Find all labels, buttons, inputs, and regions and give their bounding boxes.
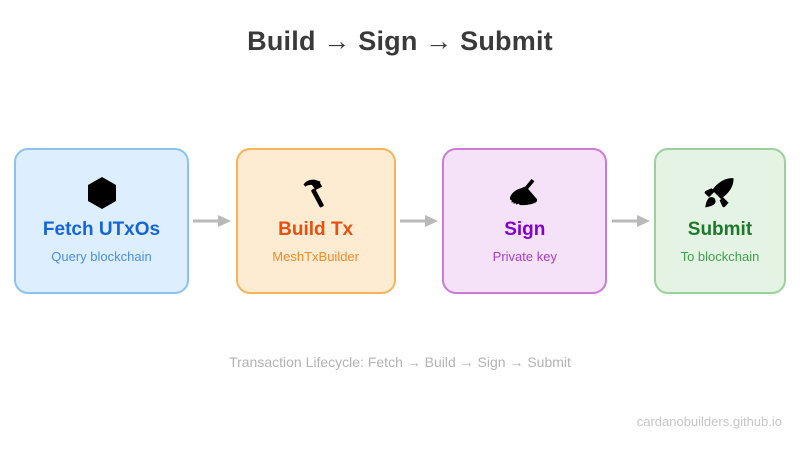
transaction-flow: Fetch UTxOs Query blockchain Build T	[14, 148, 786, 294]
site-watermark: cardanobuilders.github.io	[636, 414, 782, 429]
rocket-icon	[702, 174, 738, 212]
step-card-build[interactable]: Build Tx MeshTxBuilder	[235, 148, 396, 294]
step-subtitle-build: MeshTxBuilder	[272, 249, 359, 264]
step-card-sign[interactable]: Sign Private key	[442, 148, 608, 294]
step-subtitle-sign: Private key	[492, 249, 557, 264]
step-title-fetch: Fetch UTxOs	[42, 219, 161, 240]
hammer-icon	[299, 174, 333, 212]
step-title-build: Build Tx	[278, 219, 354, 240]
step-title-submit: Submit	[687, 219, 753, 240]
step-subtitle-submit: To blockchain	[680, 249, 760, 264]
step-title-sign: Sign	[504, 219, 546, 240]
step-card-fetch[interactable]: Fetch UTxOs Query blockchain	[14, 148, 189, 294]
arrow-build-to-sign	[398, 214, 440, 228]
arrow-sign-to-submit	[610, 214, 652, 228]
hexagon-icon	[86, 174, 118, 212]
diagram-caption: Transaction Lifecycle: Fetch → Build → S…	[229, 354, 571, 370]
step-card-submit[interactable]: Submit To blockchain	[653, 148, 786, 294]
writing-hand-icon	[507, 174, 543, 212]
step-subtitle-fetch: Query blockchain	[51, 249, 152, 264]
page-title: Build → Sign → Submit	[247, 26, 553, 56]
arrow-fetch-to-build	[191, 214, 233, 228]
